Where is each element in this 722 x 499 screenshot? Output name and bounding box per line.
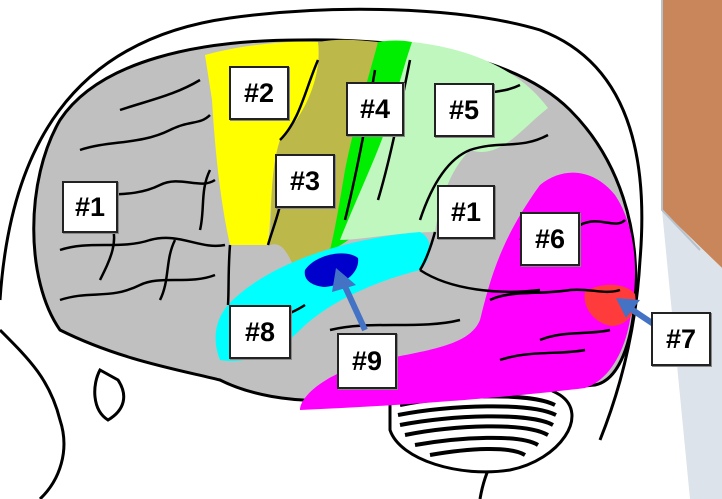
label-7: #7 [651, 312, 711, 366]
label-1-parietal: #1 [437, 185, 495, 239]
side-panel-edge [661, 0, 701, 251]
side-panel-brown [662, 0, 722, 268]
label-4: #4 [346, 82, 404, 136]
ear-outline [93, 367, 126, 422]
cerebellum [388, 378, 574, 474]
label-5: #5 [434, 83, 494, 137]
arrow-7 [616, 298, 657, 328]
arrow-9 [332, 268, 368, 332]
region-7-red [584, 284, 636, 326]
face-outline [0, 328, 66, 499]
label-2: #2 [229, 66, 289, 120]
head-outline [0, 7, 644, 441]
label-8: #8 [229, 305, 291, 359]
label-6: #6 [520, 212, 580, 266]
label-9: #9 [337, 333, 397, 389]
label-1-frontal: #1 [62, 181, 118, 233]
label-3: #3 [275, 154, 335, 208]
